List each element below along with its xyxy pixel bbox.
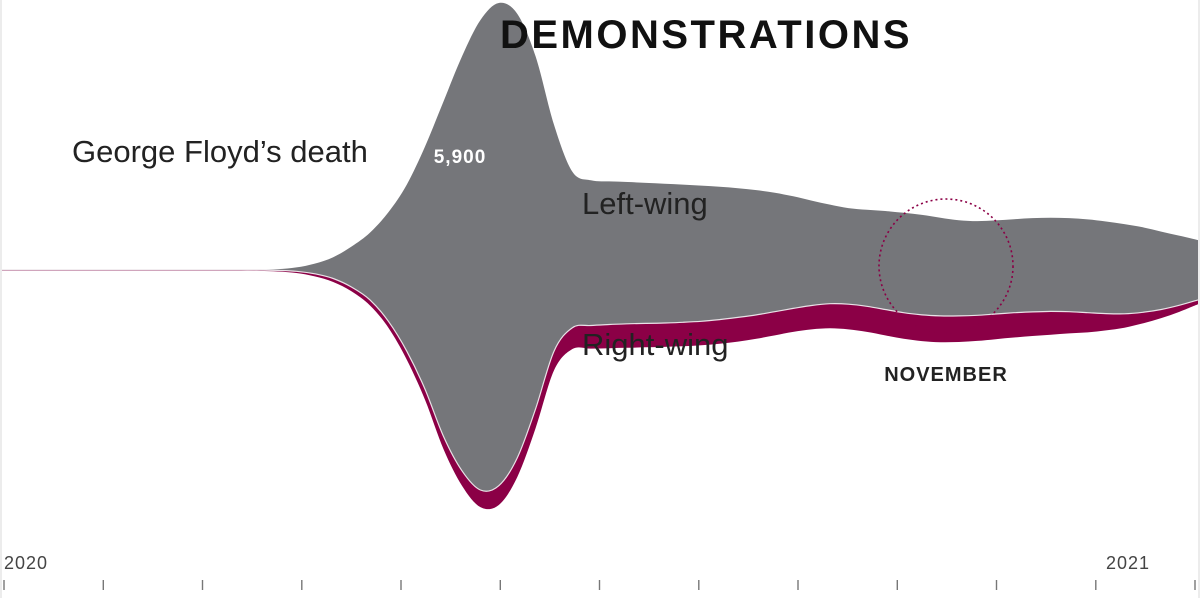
- chart-title: DEMONSTRATIONS: [500, 13, 912, 57]
- event-annotation: George Floyd’s death: [72, 134, 368, 169]
- november-label: NOVEMBER: [884, 364, 1008, 386]
- right-wing-stream: [2, 269, 1198, 510]
- x-axis-start-label: 2020: [4, 553, 48, 573]
- left-wing-label: Left-wing: [582, 186, 708, 221]
- stream-separator-line: [2, 269, 1199, 492]
- stream-layers: [2, 2, 1199, 510]
- right-wing-label: Right-wing: [582, 327, 728, 362]
- x-axis-end-label: 2021: [1106, 553, 1150, 573]
- november-highlight-circle: [878, 198, 1014, 334]
- left-wing-stream: [2, 2, 1198, 492]
- peak-value-label: 5,900: [434, 147, 487, 168]
- x-axis: 2020 2021: [3, 553, 1196, 590]
